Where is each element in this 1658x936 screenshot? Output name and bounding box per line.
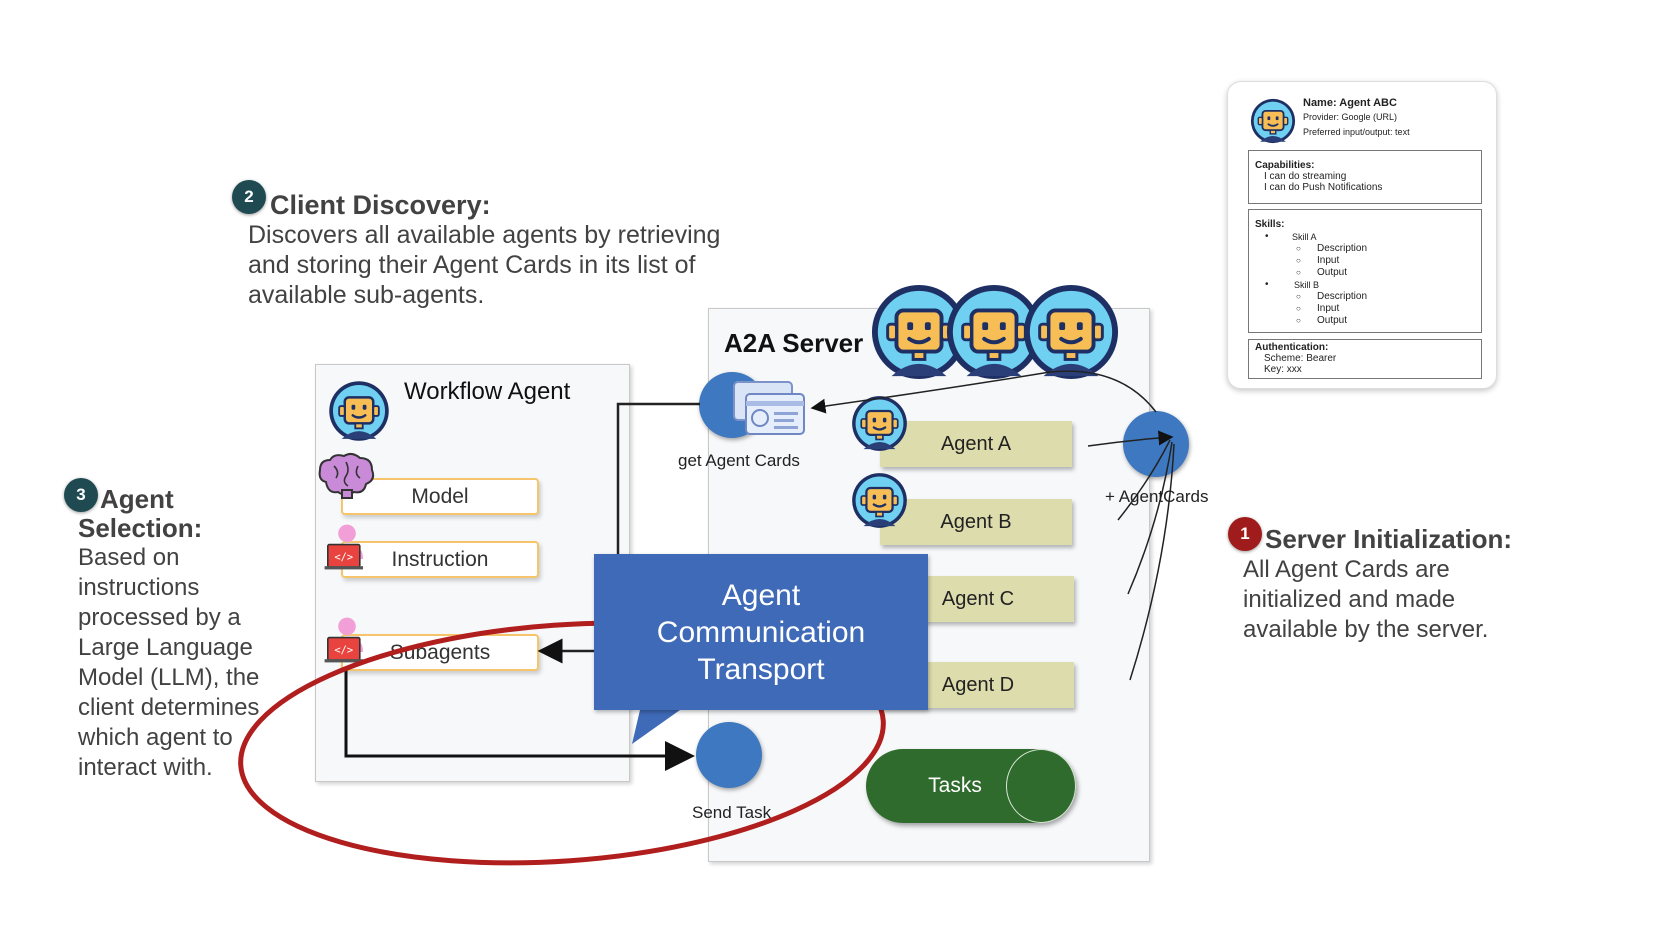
authentication-section: Authentication: Scheme: Bearer Key: xxx	[1248, 339, 1482, 379]
skill-b: Skill B	[1294, 280, 1320, 290]
agent-card-name: Name: Agent ABC	[1303, 97, 1397, 109]
step-1-badge: 1	[1228, 517, 1262, 551]
add-agent-cards-label: + AgentCards	[1105, 487, 1209, 506]
capabilities-section: Capabilities: I can do streaming I can d…	[1248, 150, 1482, 204]
capabilities-title: Capabilities:	[1255, 160, 1315, 171]
step-3-badge: 3	[64, 478, 98, 512]
get-agent-cards-label: get Agent Cards	[678, 451, 800, 470]
id-card-icon	[733, 381, 805, 435]
tasks-label: Tasks	[928, 774, 982, 797]
agent-b-box: Agent B	[880, 499, 1072, 545]
agent-a-box: Agent A	[880, 421, 1072, 467]
capability-item: I can do streaming	[1264, 171, 1347, 182]
send-task-label: Send Task	[692, 803, 772, 822]
bullet: •	[1265, 231, 1269, 242]
sub-bullet: ○	[1296, 244, 1301, 253]
a2a-server-title: A2A Server	[724, 328, 864, 358]
transport-callout-tail	[632, 710, 680, 744]
step-2-body: Discovers all available agents by retrie…	[248, 221, 721, 309]
auth-key: Key: xxx	[1264, 364, 1302, 375]
step-2-badge: 2	[232, 180, 266, 214]
step-2-title: Client Discovery:	[270, 190, 491, 220]
authentication-title: Authentication:	[1255, 342, 1329, 353]
tasks-pill-end	[1006, 749, 1076, 823]
model-field: Model	[341, 478, 539, 515]
step-3-body: Based on instructions processed by a Lar…	[78, 544, 260, 781]
agent-card-io: Preferred input/output: text	[1303, 127, 1410, 137]
sub-bullet: ○	[1296, 316, 1301, 325]
skills-title: Skills:	[1255, 219, 1285, 230]
bullet: •	[1265, 279, 1269, 290]
transport-line1: Agent	[721, 578, 801, 612]
skill-item: Input	[1317, 303, 1340, 314]
skill-a: Skill A	[1292, 232, 1317, 242]
skills-section: Skills: • Skill A ○ Description ○ Input …	[1248, 209, 1482, 333]
workflow-agent-title: Workflow Agent	[404, 378, 571, 405]
skill-item: Description	[1317, 243, 1368, 254]
transport-callout: Agent Communication Transport	[594, 554, 928, 710]
instruction-field: Instruction	[341, 541, 539, 578]
send-task-node	[696, 722, 762, 788]
capability-item: I can do Push Notifications	[1264, 182, 1383, 193]
transport-line3: Transport	[697, 652, 825, 686]
robot-icon	[1250, 98, 1296, 144]
sub-bullet: ○	[1296, 292, 1301, 301]
brain-icon	[318, 452, 375, 499]
sub-bullet: ○	[1296, 268, 1301, 277]
step-3-title-line2: Selection:	[78, 513, 203, 543]
transport-line2: Communication	[656, 615, 866, 649]
skill-item: Description	[1317, 291, 1368, 302]
agent-card-provider: Provider: Google (URL)	[1303, 112, 1398, 122]
skill-item: Output	[1317, 315, 1348, 326]
skill-item: Output	[1317, 267, 1348, 278]
sub-bullet: ○	[1296, 256, 1301, 265]
agent-card: Name: Agent ABC Provider: Google (URL) P…	[1227, 81, 1497, 389]
auth-scheme: Scheme: Bearer	[1264, 353, 1337, 364]
step-3-title-line1: Agent	[100, 484, 174, 514]
skill-item: Input	[1317, 255, 1340, 266]
step-1-body: All Agent Cards are initialized and made…	[1243, 556, 1489, 643]
sub-bullet: ○	[1296, 304, 1301, 313]
step-1-title: Server Initialization:	[1265, 524, 1513, 554]
